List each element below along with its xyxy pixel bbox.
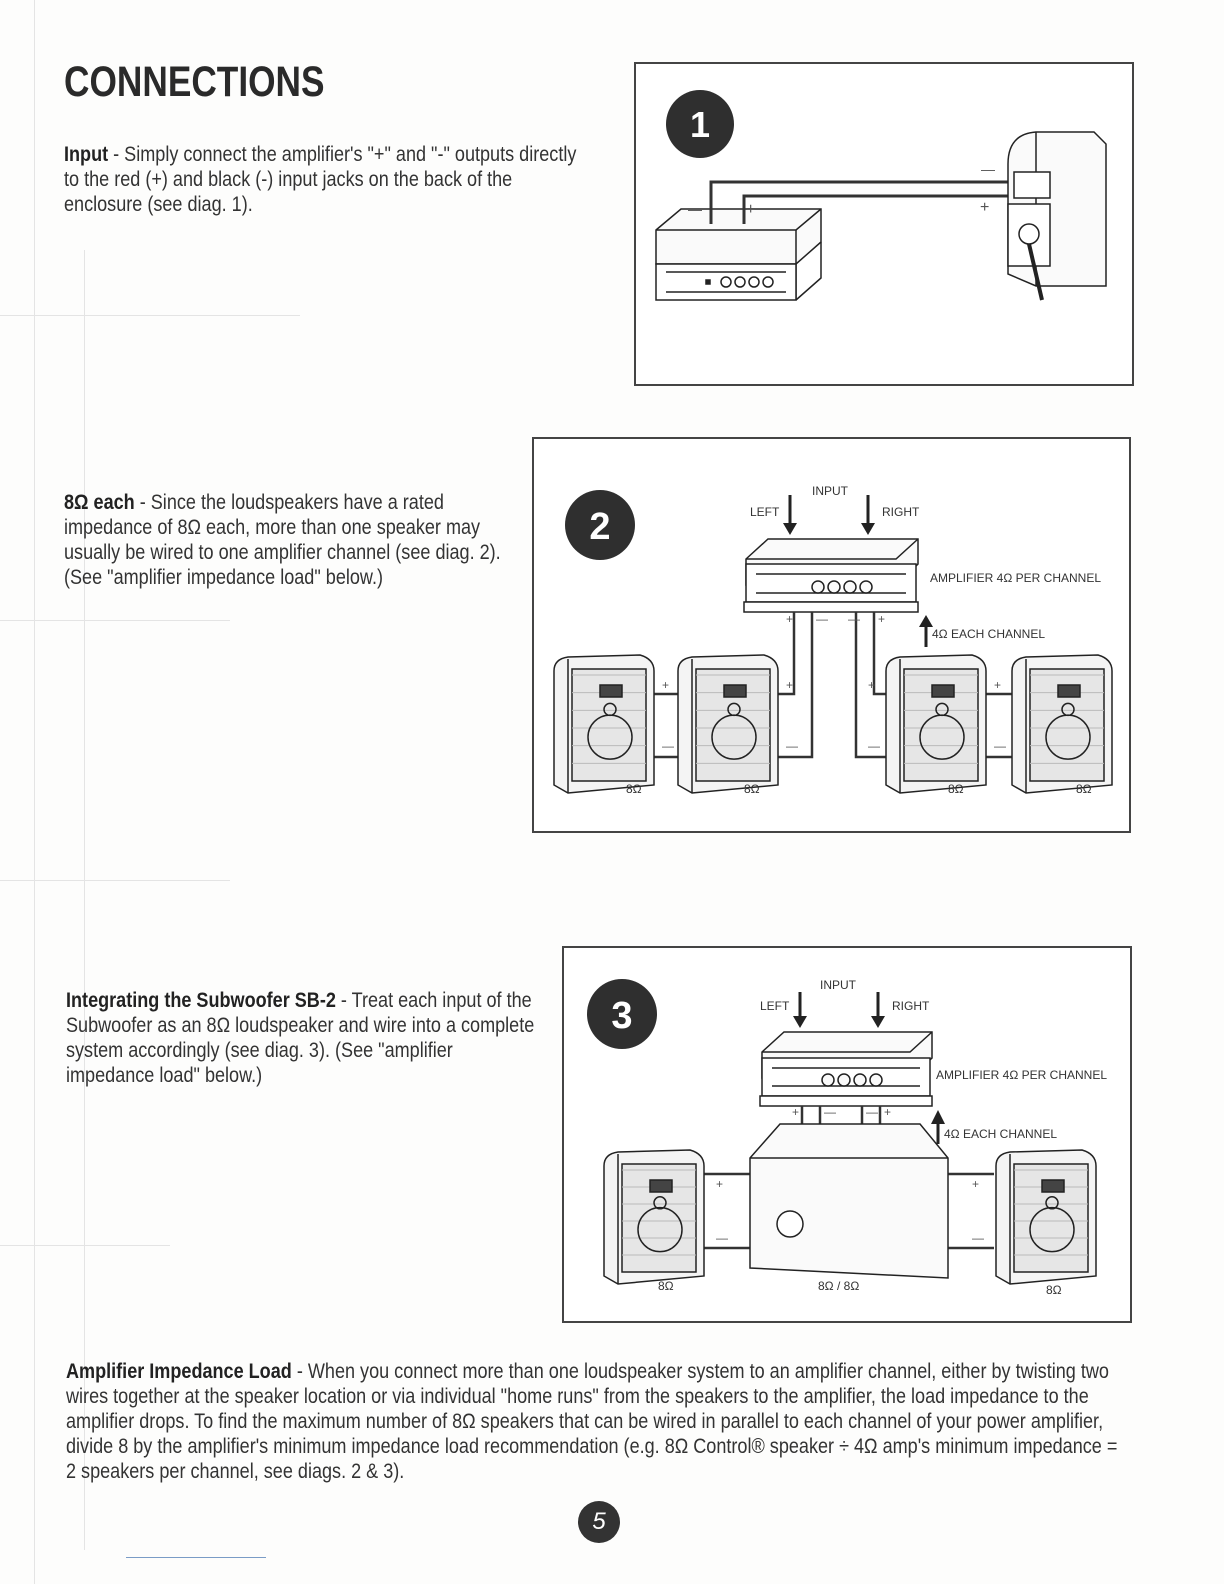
amp-minus-label: — — [816, 612, 828, 626]
diagram-2: 2 INPUT LEFT RIGHT AMPLIFIER 4Ω PER CHAN… — [532, 437, 1131, 833]
diagram-1-drawing: 1 — + — + — [655, 90, 1107, 301]
speaker-impedance-label: 8Ω — [1046, 1283, 1062, 1297]
amplifier-label: AMPLIFIER 4Ω PER CHANNEL — [930, 571, 1101, 585]
margin-line — [0, 1245, 170, 1246]
diagram-number-badge — [666, 90, 734, 158]
plus-label: + — [868, 678, 875, 692]
plus-label: + — [716, 1177, 723, 1191]
minus-label: — — [716, 1231, 728, 1245]
diagram-3-drawing: 3 INPUT LEFT RIGHT AMPLIFIER 4Ω PER CHAN… — [587, 978, 1107, 1297]
amp-plus-label: + — [786, 612, 793, 626]
right-label: RIGHT — [882, 505, 920, 519]
plus-label: + — [662, 678, 669, 692]
speaker-minus-label: — — [981, 161, 995, 177]
left-label: LEFT — [760, 999, 790, 1013]
wire-polarity-labels: + — — + + — + — + — + — — [662, 612, 1006, 753]
diagram-number: 1 — [690, 104, 710, 145]
minus-terminal-label: — — [688, 201, 702, 217]
margin-line — [84, 250, 85, 1550]
subwoofer-text: - Treat each input of the Subwoofer as a… — [66, 989, 535, 1087]
speaker-impedance-label: 8Ω — [744, 782, 760, 796]
footer-rule — [126, 1557, 266, 1558]
speakers — [553, 654, 1113, 794]
amplifier — [655, 208, 822, 301]
each-channel-label: 4Ω EACH CHANNEL — [944, 1127, 1057, 1141]
diagram-2-drawing: 2 INPUT LEFT RIGHT AMPLIFIER 4Ω PER CHAN… — [553, 484, 1113, 796]
amplifier-label: AMPLIFIER 4Ω PER CHANNEL — [936, 1068, 1107, 1082]
right-label: RIGHT — [892, 999, 930, 1013]
each-channel-arrow — [931, 1110, 945, 1144]
speaker-impedance-label: 8Ω — [948, 782, 964, 796]
amp-minus-label: — — [824, 1105, 836, 1119]
diagram-number: 2 — [589, 506, 610, 548]
loudspeaker — [885, 654, 987, 794]
each-channel-label: 4Ω EACH CHANNEL — [932, 627, 1045, 641]
amp-plus-label: + — [792, 1105, 799, 1119]
page-number: 5 — [578, 1501, 620, 1543]
input-label: INPUT — [820, 978, 857, 992]
input-paragraph: Input - Simply connect the amplifier's "… — [64, 142, 580, 217]
plus-terminal-label: + — [746, 201, 755, 218]
input-heading: Input — [64, 143, 109, 166]
each-channel-arrow — [919, 615, 933, 647]
speakers — [603, 1149, 1097, 1285]
loudspeaker — [677, 654, 779, 794]
speaker-plus-label: + — [980, 199, 989, 216]
amplifier — [743, 538, 919, 613]
minus-label: — — [786, 739, 798, 753]
impedance-heading: Amplifier Impedance Load — [66, 1360, 292, 1383]
eight-ohm-heading: 8Ω each — [64, 491, 135, 514]
plus-label: + — [972, 1177, 979, 1191]
minus-label: — — [972, 1231, 984, 1245]
diagram-1: 1 — + — + — [634, 62, 1134, 386]
plus-label: + — [994, 678, 1001, 692]
input-arrows — [793, 992, 885, 1028]
amp-plus-label: + — [884, 1105, 891, 1119]
amp-minus-label: — — [866, 1105, 878, 1119]
amp-minus-label: — — [848, 612, 860, 626]
left-label: LEFT — [750, 505, 780, 519]
minus-label: — — [994, 739, 1006, 753]
loudspeaker — [995, 1149, 1097, 1285]
loudspeaker — [1011, 654, 1113, 794]
diagram-3: 3 INPUT LEFT RIGHT AMPLIFIER 4Ω PER CHAN… — [562, 946, 1132, 1323]
speaker-wires — [652, 612, 1014, 759]
impedance-paragraph: Amplifier Impedance Load - When you conn… — [66, 1359, 1124, 1484]
subwoofer-impedance-label: 8Ω / 8Ω — [818, 1279, 859, 1293]
eight-ohm-paragraph: 8Ω each - Since the loudspeakers have a … — [64, 490, 503, 590]
diagram-number: 3 — [611, 995, 632, 1037]
margin-line — [0, 880, 230, 881]
diagram-number-badge — [565, 490, 635, 560]
input-label: INPUT — [812, 484, 849, 498]
amplifier — [759, 1031, 933, 1107]
amp-plus-label: + — [878, 612, 885, 626]
loudspeaker — [603, 1149, 705, 1285]
diagram-number-badge — [587, 979, 657, 1049]
speaker-wires — [709, 180, 1021, 224]
eight-ohm-text: - Since the loudspeakers have a rated im… — [64, 491, 501, 589]
speaker-impedance-label: 8Ω — [658, 1279, 674, 1293]
speaker-impedance-label: 8Ω — [626, 782, 642, 796]
subwoofer — [749, 1123, 949, 1279]
page-title: CONNECTIONS — [64, 58, 325, 106]
minus-label: — — [662, 739, 674, 753]
impedance-text: - When you connect more than one loudspe… — [66, 1360, 1118, 1483]
input-text: - Simply connect the amplifier's "+" and… — [64, 143, 577, 216]
input-arrows — [783, 495, 875, 535]
margin-line — [0, 620, 230, 621]
margin-line — [34, 0, 35, 1584]
speaker-impedance-label: 8Ω — [1076, 782, 1092, 796]
speaker-rear — [1007, 131, 1107, 301]
subwoofer-paragraph: Integrating the Subwoofer SB-2 - Treat e… — [66, 988, 535, 1088]
minus-label: — — [868, 739, 880, 753]
wire-polarity-labels: + — — + + — + — — [716, 1105, 984, 1245]
loudspeaker — [553, 654, 655, 794]
subwoofer-heading: Integrating the Subwoofer SB-2 — [66, 989, 336, 1012]
margin-line — [0, 315, 300, 316]
plus-label: + — [786, 678, 793, 692]
